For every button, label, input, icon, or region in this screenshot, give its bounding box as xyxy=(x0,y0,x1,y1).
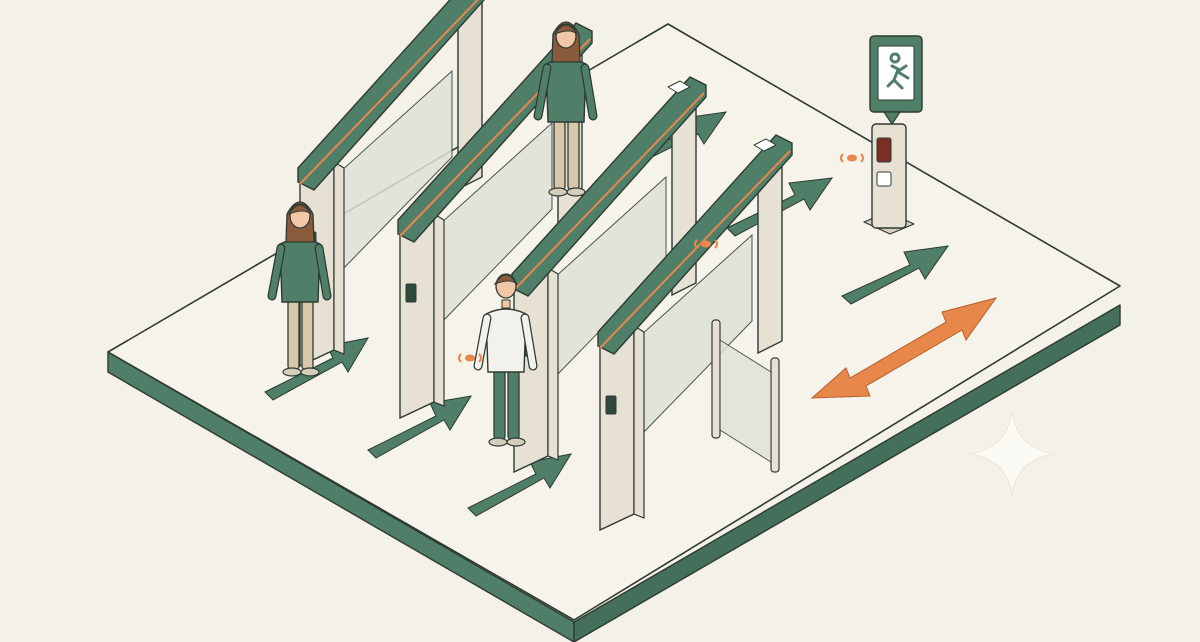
person-arm-left-fill xyxy=(268,244,285,300)
person-at-gate xyxy=(473,273,538,447)
swing-gate-glass xyxy=(719,339,772,463)
nfc-dot xyxy=(847,154,857,162)
exit-sign-pointer xyxy=(883,111,901,125)
nfc-wave-right xyxy=(478,353,482,363)
nfc-dot xyxy=(465,354,475,362)
person-hair-top xyxy=(493,274,518,286)
bidirectional-arrow xyxy=(810,297,998,399)
person-leg-right xyxy=(507,365,520,441)
nfc-wave-left xyxy=(694,239,698,249)
gate-display xyxy=(405,283,417,303)
person-shoe xyxy=(548,187,568,197)
floor-arrows xyxy=(264,111,998,517)
person-arm-left-fill xyxy=(534,64,551,120)
person-arm-right-fill xyxy=(521,314,537,370)
gate-accent-stripe xyxy=(513,92,705,291)
person-leg-right xyxy=(301,295,314,371)
gate-near-post xyxy=(399,212,435,420)
nfc-wave-left xyxy=(840,153,844,163)
direction-arrow-3 xyxy=(841,245,950,305)
person-leg-left xyxy=(287,295,300,371)
gate-post-side xyxy=(547,266,559,461)
gate-accent-stripe xyxy=(299,0,479,185)
people xyxy=(267,21,598,447)
validator-kiosk xyxy=(863,123,915,235)
floor-side-right xyxy=(573,304,1121,642)
direction-arrow-6 xyxy=(467,453,573,517)
person-torso xyxy=(545,58,587,123)
person-torso xyxy=(485,308,527,373)
direction-arrow-5 xyxy=(367,395,473,459)
nfc-wave-right xyxy=(860,153,864,163)
card-reader-icon xyxy=(876,171,892,187)
gate-post-side xyxy=(333,160,345,355)
nfc-signals xyxy=(458,153,864,363)
gate-near-post xyxy=(599,324,635,532)
person-neck xyxy=(501,299,511,309)
kiosk-screen xyxy=(876,137,892,163)
person-hair-top xyxy=(287,204,312,216)
nfc-signal-icon xyxy=(840,153,864,163)
card-reader-icon xyxy=(753,138,777,152)
card-reader-icon xyxy=(667,80,691,94)
nfc-dot xyxy=(701,240,711,248)
person-leg-left xyxy=(493,365,506,441)
person-shoe xyxy=(506,437,526,447)
person-torso xyxy=(279,238,321,303)
person-leg-right xyxy=(567,115,580,191)
sparkle-icon xyxy=(969,409,1055,497)
person-arm-right-fill xyxy=(315,244,331,300)
gate-post-right xyxy=(770,357,780,473)
gate-top-cap xyxy=(297,0,485,191)
gate-display xyxy=(605,395,617,415)
person-entering-left xyxy=(267,201,332,377)
person-leg-left xyxy=(553,115,566,191)
gate-post-side xyxy=(633,324,645,519)
person-walking-top xyxy=(533,21,598,197)
gate-post-side xyxy=(433,212,445,407)
nfc-wave-left xyxy=(458,353,462,363)
person-shoe xyxy=(566,187,586,197)
nfc-wave-right xyxy=(714,239,718,249)
person-shoe xyxy=(488,437,508,447)
gate-post-left xyxy=(711,319,721,439)
swing-gate xyxy=(711,319,780,473)
floor-side-left xyxy=(107,351,575,642)
running-man-icon xyxy=(886,52,910,90)
gate-accent-stripe xyxy=(599,150,791,349)
person-arm-right-fill xyxy=(581,64,597,120)
person-arm-left-fill xyxy=(474,314,491,370)
exit-sign xyxy=(869,35,923,125)
nfc-signal-icon xyxy=(694,239,718,249)
person-hair-top xyxy=(553,24,578,36)
person-shoe xyxy=(300,367,320,377)
nfc-signal-icon xyxy=(458,353,482,363)
person-shoe xyxy=(282,367,302,377)
